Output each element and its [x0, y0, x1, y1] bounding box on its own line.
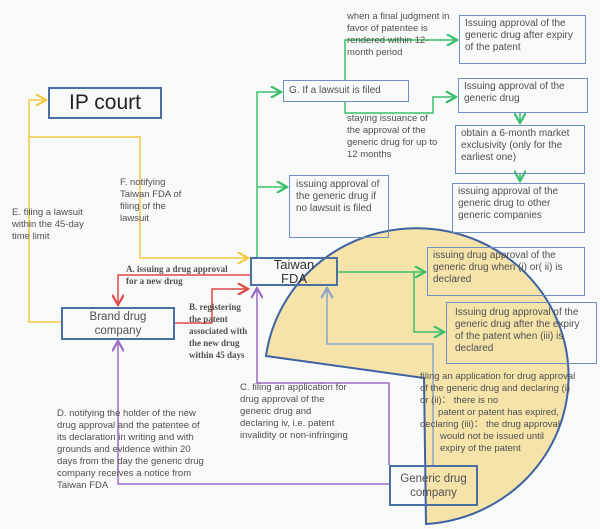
- issuing-approval-node: Issuing approval of the generic drug: [458, 78, 588, 113]
- arrow-iii: [413, 272, 444, 332]
- declaring-line-2: patent or patent has expired,: [438, 407, 559, 418]
- arrow-g: [256, 92, 281, 257]
- g-lawsuit-label: G. If a lawsuit is filed: [289, 85, 381, 96]
- label-d: D. notifying the holder of the new drug …: [57, 408, 204, 491]
- when-i-ii-label: issuing drug approval of the generic dru…: [433, 250, 563, 285]
- label-b: B. registering the patent associated wit…: [189, 302, 248, 360]
- arrow-final-judgment: [344, 40, 457, 80]
- generic-company-node: Generic drug company: [389, 465, 478, 506]
- brand-company-label: Brand drug company: [89, 310, 147, 337]
- exclusivity-node: obtain a 6-month market exclusivity (onl…: [455, 125, 585, 174]
- after-expiry-node: Issuing approval of the generic drug aft…: [459, 15, 586, 64]
- ip-court-node: IP court: [48, 87, 162, 119]
- other-generics-label: issuing approval of the generic drug to …: [458, 186, 559, 221]
- arrow-staying: [344, 97, 456, 114]
- arrow-e: [28, 100, 61, 323]
- when-i-ii-node: issuing drug approval of the generic dru…: [427, 247, 585, 296]
- declaring-line-4: would not be issued until expiry of the …: [440, 431, 545, 454]
- taiwan-fda-node: Taiwan FDA: [250, 257, 338, 286]
- label-c: C. filing an application for drug approv…: [240, 382, 348, 441]
- other-generics-node: issuing approval of the generic drug to …: [452, 183, 585, 233]
- no-lawsuit-node: issuing approval of the generic drug if …: [289, 175, 389, 238]
- declaring-line-1: filing an application for drug approval …: [420, 371, 576, 406]
- when-iii-node: Issuing drug approval of the generic dru…: [446, 302, 597, 364]
- arrow-c: [257, 288, 390, 465]
- label-e: E. filing a lawsuit within the 45-day ti…: [12, 207, 84, 242]
- arrow-a: [118, 274, 250, 305]
- ip-court-label: IP court: [69, 91, 141, 114]
- arrow-d: [118, 341, 389, 485]
- no-lawsuit-label: issuing approval of the generic drug if …: [296, 179, 380, 214]
- label-declaring: filing an application for drug approval …: [420, 371, 580, 455]
- exclusivity-label: obtain a 6-month market exclusivity (onl…: [461, 128, 570, 163]
- declaring-line-3: declaring (iii)： the drug approval: [420, 419, 560, 430]
- after-expiry-label: Issuing approval of the generic drug aft…: [465, 18, 573, 53]
- label-final-judgment: when a final judgment in favor of patent…: [347, 11, 450, 58]
- generic-company-label: Generic drug company: [400, 472, 467, 499]
- arrow-b: [175, 289, 248, 324]
- label-a: A. issuing a drug approval for a new dru…: [126, 264, 228, 286]
- arrow-f: [29, 136, 248, 258]
- issuing-approval-label: Issuing approval of the generic drug: [464, 81, 565, 104]
- g-lawsuit-node: G. If a lawsuit is filed: [283, 80, 409, 102]
- taiwan-fda-label: Taiwan FDA: [273, 256, 315, 286]
- label-f: F. notifying Taiwan FDA of filing of the…: [120, 177, 182, 224]
- brand-company-node: Brand drug company: [61, 307, 175, 340]
- label-staying: staying issuance of the approval of the …: [347, 113, 438, 160]
- when-iii-label: Issuing drug approval of the generic dru…: [455, 307, 580, 354]
- arrow-declaring: [327, 288, 434, 465]
